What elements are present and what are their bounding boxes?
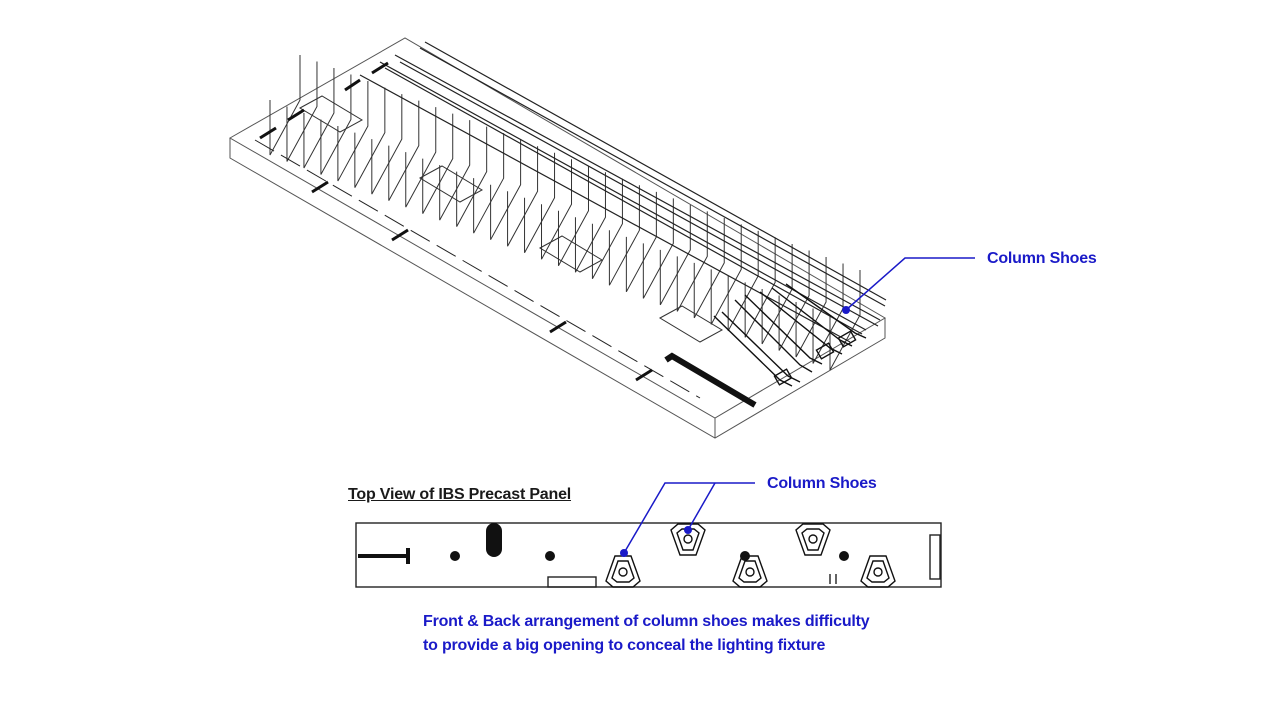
stirrup — [354, 87, 386, 188]
stirrup — [812, 263, 844, 364]
longitudinal-rebars — [359, 41, 887, 343]
stirrup — [388, 100, 420, 201]
slab-recess — [658, 305, 724, 343]
stirrup — [337, 81, 369, 182]
slab-top-face — [228, 37, 886, 419]
stirrup — [625, 191, 657, 293]
stirrup — [473, 133, 505, 234]
stirrup — [795, 256, 827, 358]
stirrup — [524, 152, 556, 253]
lifting-bar — [664, 352, 757, 408]
stirrup — [286, 61, 318, 162]
stirrup — [761, 243, 793, 345]
stirrup — [710, 224, 742, 325]
stirrup — [507, 146, 539, 247]
callout-leader-top — [623, 482, 755, 554]
column-shoe-top — [860, 555, 896, 588]
top-view-column-shoes — [605, 523, 896, 588]
callout-dot-2 — [684, 526, 692, 534]
note-line-2: to provide a big opening to conceal the … — [423, 637, 826, 654]
stirrup — [439, 120, 471, 221]
stirrup — [557, 165, 589, 266]
isometric-panel — [228, 37, 886, 439]
column-shoes-label-iso: Column Shoes — [987, 250, 1097, 267]
stirrup — [269, 55, 301, 156]
top-view-title: Top View of IBS Precast Panel — [348, 486, 572, 503]
stirrup — [642, 198, 674, 299]
anchor-marks — [259, 61, 653, 382]
iso-column-shoes — [713, 283, 867, 387]
stirrup — [303, 68, 335, 169]
note-line-1: Front & Back arrangement of column shoes… — [423, 613, 870, 630]
column-shoe-top — [795, 523, 831, 556]
slab-recess — [298, 95, 364, 133]
stirrup — [693, 217, 725, 319]
stirrup — [608, 185, 640, 286]
callout-dot-1 — [620, 549, 628, 557]
callout-leader-iso — [842, 257, 975, 314]
column-shoe-top — [732, 555, 768, 588]
column-shoes-label-top: Column Shoes — [767, 475, 877, 492]
top-view-outline — [355, 522, 942, 588]
stirrup — [591, 178, 623, 280]
top-view-holes — [450, 551, 849, 561]
stirrup — [541, 159, 573, 260]
top-view-panel — [355, 522, 942, 588]
stirrup — [574, 172, 606, 273]
rebar-stirrups — [269, 55, 861, 371]
lifting-slot — [486, 523, 502, 557]
stirrup — [405, 107, 437, 208]
column-shoe-top — [605, 555, 641, 588]
slab-centerline — [254, 139, 701, 399]
slab-recess — [538, 235, 604, 273]
stirrup — [456, 126, 488, 227]
stirrup — [422, 113, 454, 214]
slab-recess — [418, 165, 484, 203]
stirrup — [659, 204, 691, 306]
top-view-rod — [358, 548, 410, 564]
stirrup — [371, 94, 403, 195]
stirrup — [676, 211, 708, 312]
stirrup — [320, 74, 352, 175]
stirrup — [778, 250, 810, 351]
column-shoe-top — [670, 523, 706, 556]
